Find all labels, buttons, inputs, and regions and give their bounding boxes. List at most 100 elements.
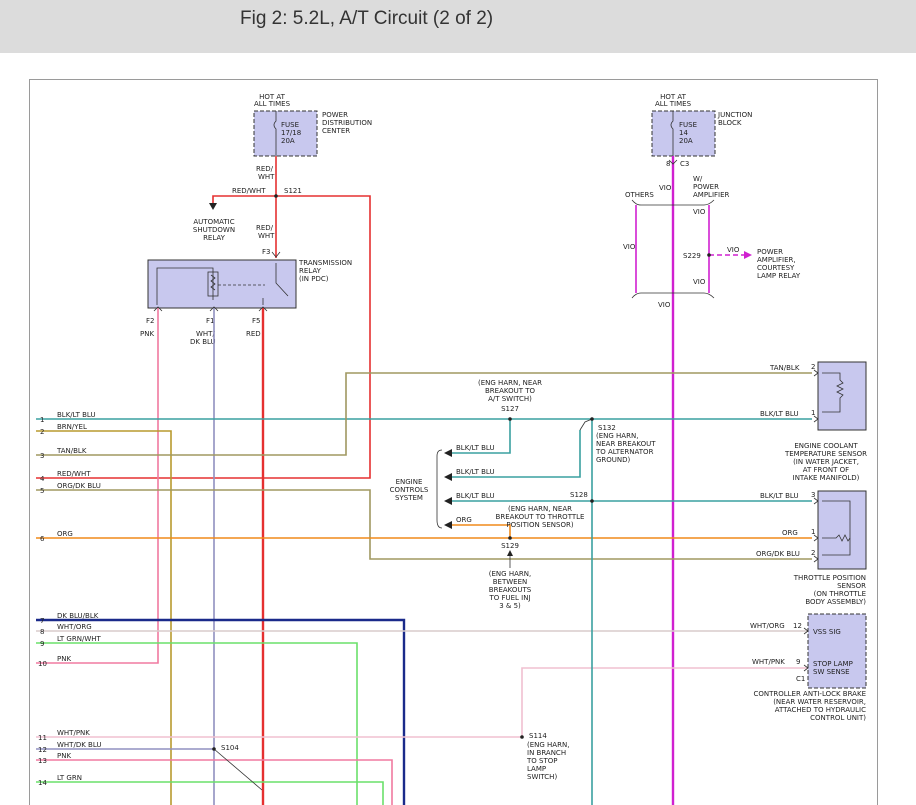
arrow-ecs-3 [444, 497, 452, 505]
s129-note-4: TO FUEL INJ [488, 594, 530, 602]
power-amp-1: POWER [757, 248, 783, 256]
ect-pin1: 1 [811, 409, 815, 417]
label-blk-ltblu-b: BLK/LT BLU [456, 468, 495, 476]
splice-s132 [590, 417, 594, 421]
label-f3: F3 [262, 248, 270, 256]
tps-wire-org: ORG [782, 529, 798, 537]
pin-n7: 7 [40, 617, 44, 625]
wire-red-wht-to-pin4 [36, 195, 371, 479]
ect-wire-tan: TAN/BLK [769, 364, 800, 372]
conn-c3 [668, 159, 678, 165]
arrow-power-amp [744, 251, 752, 259]
wire-pnk-pin10 [36, 308, 159, 664]
ecs-3: SYSTEM [395, 494, 423, 502]
pin-l3: TAN/BLK [56, 447, 87, 455]
bracket-bottom [631, 292, 715, 299]
s132-note-1: (ENG HARN, [596, 432, 638, 440]
abs-c1: C1 [796, 675, 805, 683]
label-s128: S128 [570, 491, 588, 499]
tps-wire-orgdk: ORG/DK BLU [756, 550, 800, 558]
trans-relay-1: TRANSMISSION [298, 259, 352, 267]
jb-hot-2: ALL TIMES [655, 100, 692, 108]
power-amp-2: AMPLIFIER, [757, 256, 796, 264]
page-title: Fig 2: 5.2L, A/T Circuit (2 of 2) [240, 8, 494, 29]
pin-n13: 13 [38, 757, 47, 765]
label-s229: S229 [683, 252, 701, 260]
label-red-relay: RED [246, 330, 261, 338]
abs-wire-whtpnk: WHT/PNK [752, 658, 785, 666]
pdc-name-1: POWER [322, 111, 348, 119]
ecs-1: ENGINE [396, 478, 423, 486]
ect-thermistor-icon [822, 372, 844, 413]
conn-tps-1 [813, 534, 819, 542]
s128-note-1: (ENG HARN, NEAR [508, 505, 572, 513]
jb-fuse-icon [670, 111, 674, 156]
wire-brn-yel-pin2 [36, 430, 172, 805]
pin-n5: 5 [40, 487, 44, 495]
abs-stop-1: STOP LAMP [813, 660, 853, 668]
splice-s121 [274, 194, 278, 198]
pin-n12: 12 [38, 746, 47, 754]
ecs-bracket [436, 449, 443, 529]
abs-controller: VSS SIG STOP LAMP SW SENSE C1 WHT/ORG 12… [750, 613, 867, 722]
label-org-ecs: ORG [456, 516, 472, 524]
label-s127: S127 [501, 405, 519, 413]
arrow-ecs-1 [444, 449, 452, 457]
wire-ltgrn-pin14 [36, 781, 384, 805]
pin-n2: 2 [40, 428, 44, 436]
trans-relay-3: (IN PDC) [299, 275, 329, 283]
tps-2: SENSOR [837, 582, 866, 590]
pin-n8: 8 [40, 628, 44, 636]
jb-wpower-1: W/ [693, 175, 703, 183]
tps-4: BODY ASSEMBLY) [805, 598, 866, 606]
pin-l5: ORG/DK BLU [57, 482, 101, 490]
wire-wht-pnk-pin11 [36, 667, 812, 738]
trans-relay-2: RELAY [299, 267, 322, 275]
tps-wire-blk: BLK/LT BLU [760, 492, 799, 500]
jb-others: OTHERS [625, 191, 654, 199]
arrow-asd [209, 203, 217, 210]
label-vio-1: VIO [659, 184, 672, 192]
jb-pin: 8 [666, 160, 670, 168]
pin-l4: RED/WHT [57, 470, 91, 478]
pin-n4: 4 [40, 475, 45, 483]
power-amp-3: COURTESY [757, 264, 795, 272]
pdc-fuse-2: 17/18 [281, 129, 301, 137]
relay-coil-wire [156, 267, 214, 305]
label-red-wht-b: WHT [258, 173, 275, 181]
pin-n10: 10 [38, 660, 47, 668]
asd-1: AUTOMATIC [193, 218, 234, 226]
arrow-s129 [507, 550, 513, 556]
ecs-2: CONTROLS [390, 486, 429, 494]
label-blk-ltblu-a: BLK/LT BLU [456, 444, 495, 452]
transmission-relay: TRANSMISSION RELAY (IN PDC) [147, 259, 352, 309]
jb-hot-1: HOT AT [660, 93, 687, 101]
pdc-name-3: CENTER [322, 127, 350, 135]
label-f2: F2 [146, 317, 154, 325]
tps-track [822, 500, 851, 556]
label-s132: S132 [598, 424, 616, 432]
abs-stop-2: SW SENSE [813, 668, 850, 676]
junction-block: HOT AT ALL TIMES FUSE 14 20A JUNCTION BL… [625, 93, 752, 199]
pdc-hot-1: HOT AT [259, 93, 286, 101]
jb-fuse-3: 20A [679, 137, 693, 145]
arrow-ecs-4 [444, 521, 452, 529]
conn-f1 [209, 306, 219, 312]
abs-pin9: 9 [796, 658, 800, 666]
pin-n1: 1 [40, 416, 44, 424]
pin-n11: 11 [38, 734, 47, 742]
wire-pnk-pin13 [36, 759, 393, 805]
pdc-hot-2: ALL TIMES [254, 100, 291, 108]
s114-note-3: TO STOP [526, 757, 557, 765]
wire-s132-branch [452, 430, 581, 478]
ect-sensor: TAN/BLK 2 BLK/LT BLU 1 ENGINE COOLANT TE… [760, 361, 867, 482]
tps-wiper-icon [822, 534, 851, 542]
splice-s229 [707, 253, 711, 257]
pin-l1: BLK/LT BLU [57, 411, 96, 419]
label-f5: F5 [252, 317, 260, 325]
conn-f2 [153, 306, 163, 312]
tps-pin1: 1 [811, 528, 815, 536]
relay-coil-zigzag [210, 274, 216, 291]
s132-note-3: TO ALTERNATOR [595, 448, 654, 456]
